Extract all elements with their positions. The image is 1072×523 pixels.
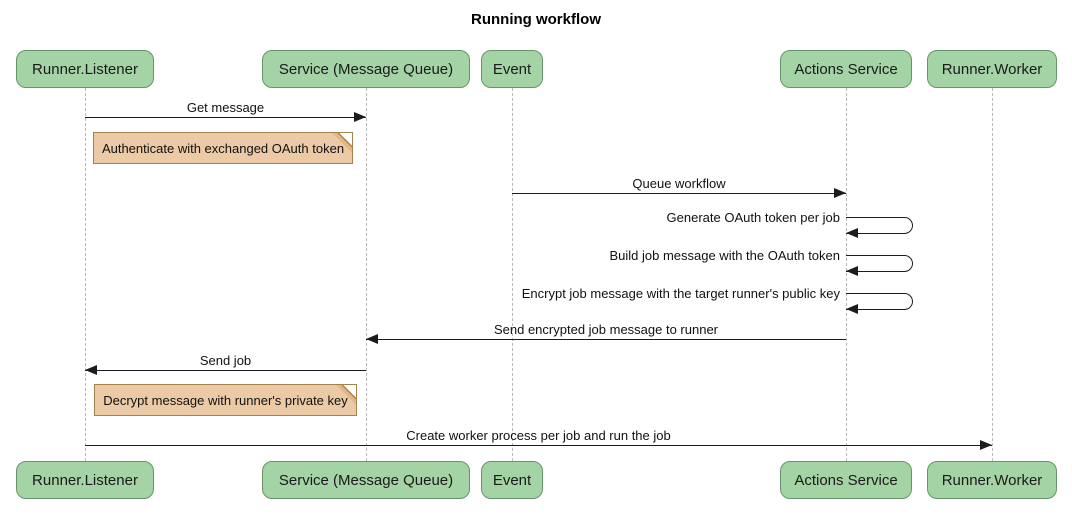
lifeline-runner-listener: [84, 88, 86, 461]
arrowhead-right-icon: [980, 440, 992, 450]
note: Authenticate with exchanged OAuth token: [93, 132, 353, 164]
self-loop-line: [846, 293, 913, 310]
arrowhead-left-icon: [846, 304, 858, 314]
arrowhead-left-icon: [85, 365, 97, 375]
participant-actions-service-bottom: Actions Service: [780, 461, 912, 499]
message-label: Queue workflow: [632, 176, 726, 191]
participant-actions-service-top: Actions Service: [780, 50, 912, 88]
self-message-label: Encrypt job message with the target runn…: [521, 286, 840, 301]
message-label: Send job: [199, 353, 252, 368]
arrowhead-left-icon: [846, 228, 858, 238]
message-line: [85, 370, 366, 371]
participant-service-queue-top: Service (Message Queue): [262, 50, 470, 88]
participant-service-queue-bottom: Service (Message Queue): [262, 461, 470, 499]
message-line: [85, 117, 366, 118]
lifeline-event: [511, 88, 513, 461]
self-message-label: Generate OAuth token per job: [666, 210, 840, 225]
message-line: [512, 193, 846, 194]
diagram-title: Running workflow: [471, 11, 601, 28]
message-label: Send encrypted job message to runner: [493, 322, 719, 337]
arrowhead-left-icon: [366, 334, 378, 344]
participant-runner-worker-top: Runner.Worker: [927, 50, 1057, 88]
message-line: [366, 339, 846, 340]
participant-event-top: Event: [481, 50, 543, 88]
message-line: [85, 445, 992, 446]
arrowhead-right-icon: [834, 188, 846, 198]
message-label: Get message: [186, 100, 265, 115]
lifeline-runner-worker: [991, 88, 993, 461]
self-loop-line: [846, 217, 913, 234]
arrowhead-right-icon: [354, 112, 366, 122]
self-message-label: Build job message with the OAuth token: [609, 248, 840, 263]
self-loop-line: [846, 255, 913, 272]
participant-runner-listener-top: Runner.Listener: [16, 50, 154, 88]
participant-runner-listener-bottom: Runner.Listener: [16, 461, 154, 499]
note: Decrypt message with runner's private ke…: [94, 384, 357, 416]
lifeline-service-queue: [365, 88, 367, 461]
arrowhead-left-icon: [846, 266, 858, 276]
participant-runner-worker-bottom: Runner.Worker: [927, 461, 1057, 499]
participant-event-bottom: Event: [481, 461, 543, 499]
message-label: Create worker process per job and run th…: [406, 428, 671, 443]
